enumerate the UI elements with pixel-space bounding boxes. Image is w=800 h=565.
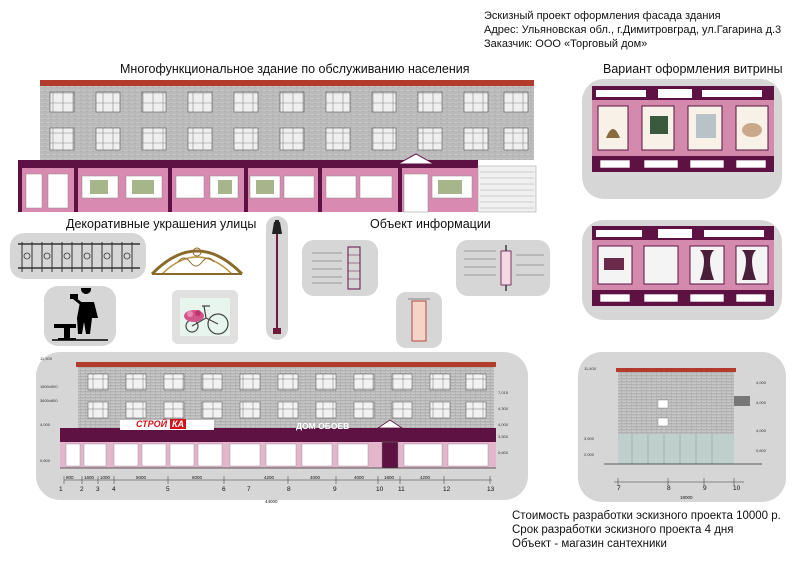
term-text: Срок разработки эскизного проекта 4 дня bbox=[512, 524, 734, 536]
axis-label: 12 bbox=[443, 486, 451, 493]
svg-text:4,000: 4,000 bbox=[40, 422, 51, 427]
span-label: 800 bbox=[66, 475, 74, 480]
roof-band bbox=[40, 80, 534, 86]
side-axis-label: 9 bbox=[703, 485, 707, 492]
dom-oboev-sign: ДОМ ОБОЕВ bbox=[296, 421, 350, 431]
svg-text:4,000: 4,000 bbox=[498, 422, 509, 427]
svg-text:3,500: 3,500 bbox=[498, 434, 509, 439]
span-label: 1600 bbox=[84, 475, 95, 480]
span-label: 4000 bbox=[354, 475, 365, 480]
cost-text: Стоимость разработки эскизного проекта 1… bbox=[512, 510, 781, 522]
svg-text:7,015: 7,015 bbox=[498, 390, 509, 395]
side-total-label: 18000 bbox=[680, 495, 693, 500]
street-lamp bbox=[272, 220, 282, 334]
svg-text:0,600: 0,600 bbox=[756, 448, 767, 453]
svg-text:3,500: 3,500 bbox=[584, 436, 595, 441]
flower-bicycle bbox=[180, 298, 230, 336]
axis-label: 8 bbox=[287, 486, 291, 493]
span-label: 1800 bbox=[384, 475, 395, 480]
header-line-2: Адрес: Ульяновская обл., г.Димитровград,… bbox=[484, 24, 782, 36]
axis-label: 5 bbox=[166, 486, 170, 493]
decorations-title: Декоративные украшения улицы bbox=[66, 217, 257, 231]
axis-label: 3 bbox=[96, 486, 100, 493]
svg-text:2,000: 2,000 bbox=[584, 452, 595, 457]
decorative-arch bbox=[150, 247, 244, 276]
header-line-1: Эскизный проект оформления фасада здания bbox=[484, 10, 721, 22]
stroyka-sign-board: СТРОЙ КА bbox=[120, 419, 214, 430]
axis-label: 7 bbox=[247, 486, 251, 493]
span-label: 1000 bbox=[100, 475, 111, 480]
main-building-title: Многофункциональное здание по обслуживан… bbox=[120, 62, 470, 76]
info-object-1-panel bbox=[302, 240, 378, 296]
svg-text:11,300: 11,300 bbox=[40, 356, 53, 361]
svg-text:4,000: 4,000 bbox=[756, 400, 767, 405]
showcase-variant-1 bbox=[592, 86, 774, 172]
stroyka-sign-part-2: КА bbox=[170, 419, 187, 429]
svg-text:4,000: 4,000 bbox=[756, 428, 767, 433]
span-label: 4000 bbox=[310, 475, 321, 480]
side-axis-label: 8 bbox=[667, 485, 671, 492]
info-object-3 bbox=[408, 298, 430, 342]
stroyka-sign-part-1: СТРОЙ bbox=[136, 419, 168, 429]
span-label: 5000 bbox=[136, 475, 147, 480]
axis-label: 1 bbox=[59, 486, 63, 493]
total-span-label: 44000 bbox=[265, 499, 278, 504]
main-building-facade bbox=[18, 80, 537, 213]
side-axis-label: 7 bbox=[617, 485, 621, 492]
upper-windows bbox=[49, 91, 529, 151]
info-object-2 bbox=[464, 245, 544, 291]
svg-text:3600x800: 3600x800 bbox=[40, 398, 58, 403]
axis-label: 2 bbox=[80, 486, 84, 493]
span-label: 4200 bbox=[264, 475, 275, 480]
svg-text:4,000: 4,000 bbox=[756, 380, 767, 385]
decorative-fence bbox=[18, 242, 140, 272]
info-object-title: Объект информации bbox=[370, 217, 491, 231]
span-label: 6000 bbox=[192, 475, 203, 480]
axis-label: 10 bbox=[376, 486, 384, 493]
showcase-title: Вариант оформления витрины bbox=[603, 62, 783, 76]
blacksmith-silhouette bbox=[52, 288, 108, 341]
svg-text:0,600: 0,600 bbox=[40, 458, 51, 463]
svg-text:11,400: 11,400 bbox=[584, 366, 597, 371]
side-axis-label: 10 bbox=[733, 485, 741, 492]
axis-label: 9 bbox=[333, 486, 337, 493]
svg-text:1800x500: 1800x500 bbox=[40, 384, 58, 389]
front-elevation: 11,300 1800x500 3600x800 4,000 0,600 7,015 4… bbox=[40, 356, 509, 484]
side-elevation: 11,400 3,500 2,000 4,000 4,000 4,000 0,600 bbox=[584, 366, 767, 486]
axis-label: 6 bbox=[222, 486, 226, 493]
axis-label: 11 bbox=[398, 486, 405, 493]
svg-text:0,600: 0,600 bbox=[498, 450, 509, 455]
svg-text:4,300: 4,300 bbox=[498, 406, 509, 411]
span-label: 4200 bbox=[420, 475, 431, 480]
object-text: Объект - магазин сантехники bbox=[512, 538, 667, 550]
header-line-3: Заказчик: ООО «Торговый дом» bbox=[484, 38, 648, 50]
info-object-1 bbox=[312, 246, 361, 290]
fence-panel bbox=[10, 233, 146, 279]
axis-label: 4 bbox=[112, 486, 116, 493]
axis-label: 13 bbox=[487, 486, 495, 493]
showcase-variant-2 bbox=[592, 226, 774, 306]
